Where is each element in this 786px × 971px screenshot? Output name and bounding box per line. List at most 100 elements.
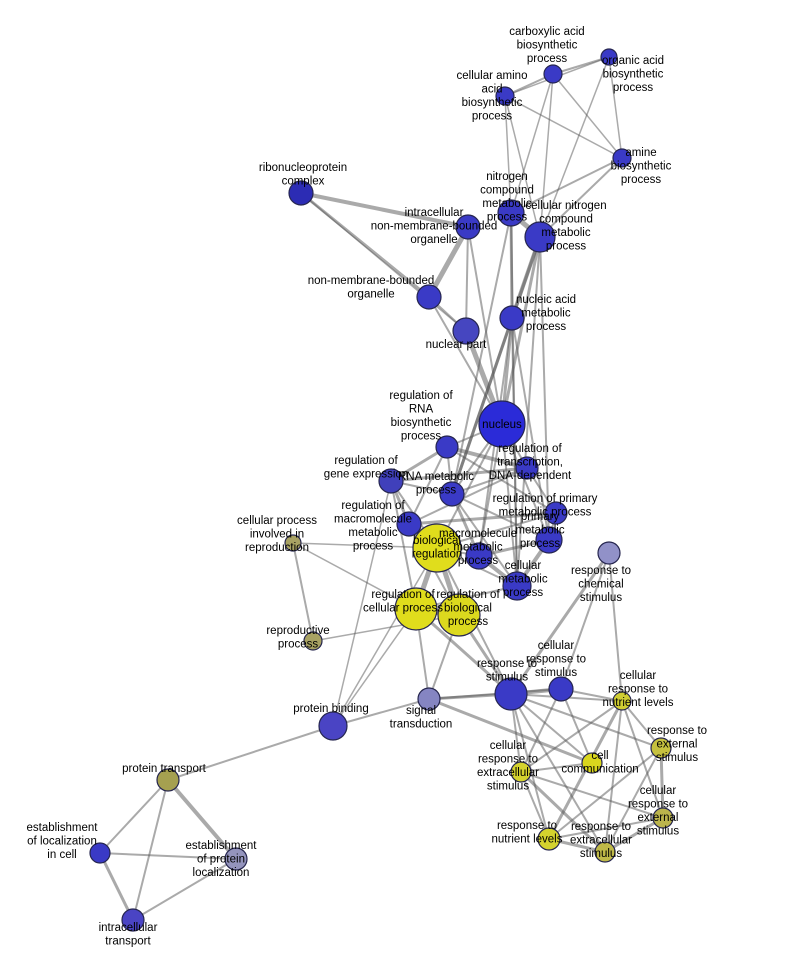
graph-edge[interactable] — [450, 316, 514, 496]
graph-edge[interactable] — [504, 95, 541, 238]
graph-edge[interactable] — [408, 467, 528, 525]
graph-edge[interactable] — [389, 466, 529, 483]
graph-edge[interactable] — [539, 73, 554, 238]
graph-edge[interactable] — [539, 157, 623, 238]
graph-edge[interactable] — [504, 95, 512, 214]
nuclear-part[interactable] — [452, 317, 480, 345]
graph-edge[interactable] — [520, 771, 550, 840]
graph-edge[interactable] — [659, 746, 665, 820]
graph-edge[interactable] — [621, 700, 664, 819]
response-to-external-stimulus[interactable] — [650, 737, 672, 759]
amine-biosynthetic-process[interactable] — [612, 148, 632, 168]
graph-edge[interactable] — [332, 547, 438, 727]
graph-edge[interactable] — [519, 770, 607, 854]
graph-edge[interactable] — [504, 95, 623, 159]
graph-edge[interactable] — [511, 317, 518, 587]
graph-edge[interactable] — [548, 747, 662, 840]
cellular-response-to-extracellular-stimulus[interactable] — [510, 761, 532, 783]
graph-edge[interactable] — [428, 296, 503, 425]
graph-edge[interactable] — [501, 423, 518, 587]
carboxylic-acid-biosynthetic-process[interactable] — [543, 64, 563, 84]
graph-edge[interactable] — [426, 224, 471, 300]
graph-edge[interactable] — [604, 700, 623, 853]
graph-edge[interactable] — [560, 688, 593, 764]
regulation-of-rna-biosynthetic-process[interactable] — [435, 435, 459, 459]
graph-edge[interactable] — [608, 56, 623, 159]
graph-edge[interactable] — [511, 317, 550, 541]
cellular-nitrogen-compound-metabolic-process[interactable] — [524, 221, 556, 253]
graph-edge[interactable] — [603, 816, 665, 854]
graph-edge[interactable] — [427, 697, 594, 765]
response-to-extracellular-stimulus[interactable] — [594, 841, 616, 863]
graph-edge[interactable] — [467, 226, 503, 425]
organic-acid-biosynthetic-process[interactable] — [600, 48, 618, 66]
graph-edge[interactable] — [98, 851, 135, 922]
graph-edge[interactable] — [408, 446, 448, 525]
regulation-of-cellular-process[interactable] — [394, 587, 438, 631]
response-to-stimulus[interactable] — [494, 677, 528, 711]
graph-edge[interactable] — [520, 762, 593, 773]
establishment-of-localization-in-cell[interactable] — [89, 842, 111, 864]
graph-edge[interactable] — [451, 467, 528, 495]
graph-edge[interactable] — [132, 858, 237, 921]
graph-edge[interactable] — [390, 480, 417, 610]
non-membrane-bounded-organelle[interactable] — [416, 284, 442, 310]
intracellular-transport[interactable] — [121, 908, 145, 932]
cellular-response-to-external-stimulus[interactable] — [652, 807, 674, 829]
rna-metabolic-process[interactable] — [439, 481, 465, 507]
primary-metabolic-process[interactable] — [535, 526, 563, 554]
protein-binding[interactable] — [318, 711, 348, 741]
graph-edge[interactable] — [332, 698, 430, 727]
graph-edge[interactable] — [292, 542, 314, 642]
graph-edge[interactable] — [510, 157, 623, 214]
establishment-of-protein-localization[interactable] — [224, 847, 248, 871]
graph-edge[interactable] — [520, 771, 664, 819]
graph-edge[interactable] — [510, 73, 554, 214]
graph-edge[interactable] — [166, 778, 238, 861]
graph-edge[interactable] — [445, 445, 529, 470]
graph-edge[interactable] — [132, 779, 169, 921]
graph-edge[interactable] — [500, 235, 542, 426]
nucleus[interactable] — [478, 400, 526, 448]
regulation-of-macromolecule-metabolic-process[interactable] — [396, 511, 422, 537]
regulation-of-biological-process[interactable] — [437, 593, 481, 637]
graph-edge[interactable] — [465, 226, 469, 332]
graph-edge[interactable] — [608, 552, 623, 702]
cellular-response-to-stimulus[interactable] — [548, 676, 574, 702]
nucleic-acid-metabolic-process[interactable] — [499, 305, 525, 331]
graph-edge[interactable] — [332, 480, 392, 727]
macromolecule-metabolic-process[interactable] — [465, 542, 493, 570]
graph-edge[interactable] — [451, 493, 518, 587]
graph-edge[interactable] — [407, 511, 558, 526]
graph-edge[interactable] — [167, 725, 334, 781]
response-to-chemical-stimulus[interactable] — [597, 541, 621, 565]
graph-edge[interactable] — [539, 236, 550, 541]
graph-edge[interactable] — [292, 542, 417, 610]
graph-edge[interactable] — [300, 192, 467, 332]
ribonucleoprotein-complex[interactable] — [288, 180, 314, 206]
graph-edge[interactable] — [332, 608, 417, 727]
regulation-of-transcription-dna-dependent[interactable] — [515, 456, 539, 480]
regulation-of-gene-expression[interactable] — [378, 468, 404, 494]
cellular-metabolic-process[interactable] — [502, 571, 532, 601]
cellular-process-involved-in-reproduction[interactable] — [284, 534, 302, 552]
graph-edge[interactable] — [510, 693, 593, 764]
graph-edge[interactable] — [539, 56, 610, 238]
intracellular-non-membrane-bounded-organelle[interactable] — [455, 214, 481, 240]
graph-edge[interactable] — [548, 817, 664, 840]
signal-transduction[interactable] — [417, 687, 441, 711]
graph-edge[interactable] — [99, 852, 237, 860]
cellular-response-to-nutrient-levels[interactable] — [612, 691, 632, 711]
graph-edge[interactable] — [510, 693, 606, 853]
biological-regulation[interactable] — [412, 523, 462, 573]
regulation-of-primary-metabolic-process[interactable] — [544, 501, 568, 525]
graph-edge[interactable] — [451, 212, 512, 495]
graph-edge[interactable] — [520, 688, 562, 773]
cell-communication[interactable] — [581, 752, 603, 774]
graph-edge[interactable] — [560, 552, 610, 690]
cellular-amino-acid-biosynthetic-process[interactable] — [495, 86, 515, 106]
response-to-nutrient-levels[interactable] — [537, 827, 561, 851]
graph-edge[interactable] — [520, 700, 623, 773]
graph-edge[interactable] — [99, 779, 169, 854]
protein-transport[interactable] — [156, 768, 180, 792]
